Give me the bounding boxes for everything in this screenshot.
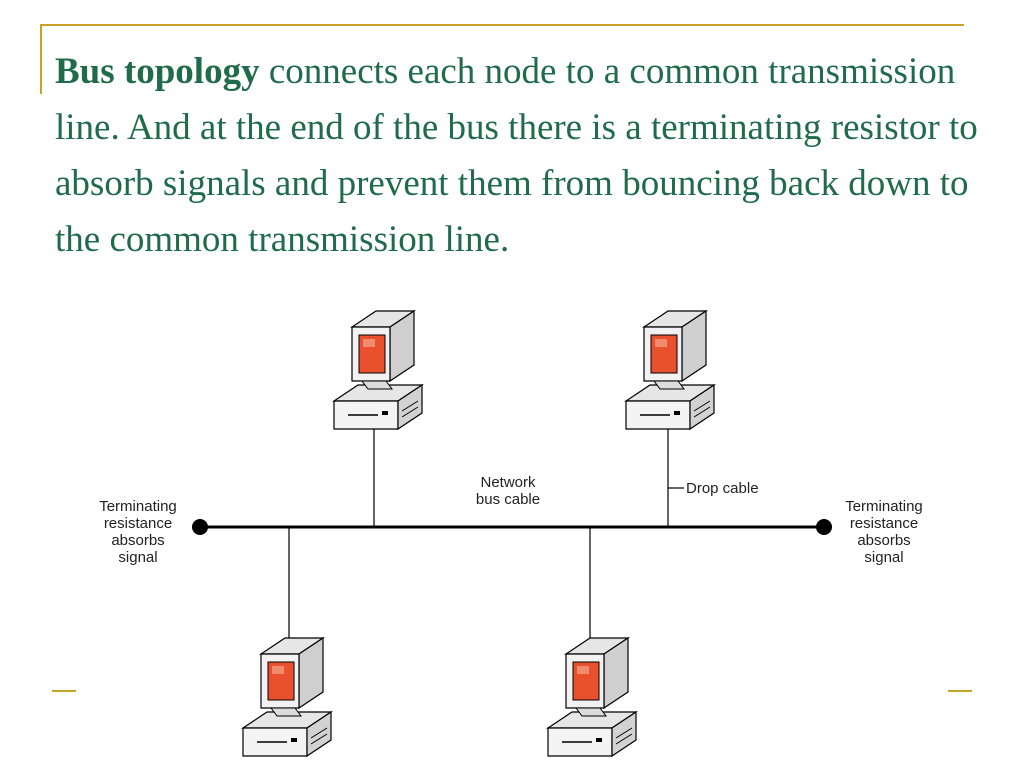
computer-icon xyxy=(547,637,637,757)
terminator-icon xyxy=(816,519,832,535)
slide-body: connects each node to a common transmiss… xyxy=(55,51,978,260)
bottom-left-dash xyxy=(52,690,76,692)
terminator-left-label-line4: signal xyxy=(118,549,157,566)
left-rule xyxy=(40,24,42,94)
terminator-right-label-line1: Terminating xyxy=(845,498,923,515)
terminator-left-label-line3: absorbs xyxy=(111,532,164,549)
computer-icon xyxy=(333,310,423,430)
terminator-right-label-line3: absorbs xyxy=(857,532,910,549)
network-bus-cable-label-line1: Network xyxy=(480,474,536,491)
terminator-right-label-line4: signal xyxy=(864,549,903,566)
terminator-left-label-line2: resistance xyxy=(104,515,172,532)
computer-icon xyxy=(625,310,715,430)
top-rule xyxy=(40,24,964,26)
terminator-right-label-line2: resistance xyxy=(850,515,918,532)
slide-heading-bold: Bus topology xyxy=(55,51,260,92)
terminator-left-label-line1: Terminating xyxy=(99,498,177,515)
computer-icon xyxy=(242,637,332,757)
network-bus-cable-label-line2: bus cable xyxy=(476,491,540,508)
terminator-icon xyxy=(192,519,208,535)
slide-body-text: Bus topology connects each node to a com… xyxy=(55,44,995,268)
bottom-right-dash xyxy=(948,690,972,692)
drop-cable-label: Drop cable xyxy=(686,480,759,497)
